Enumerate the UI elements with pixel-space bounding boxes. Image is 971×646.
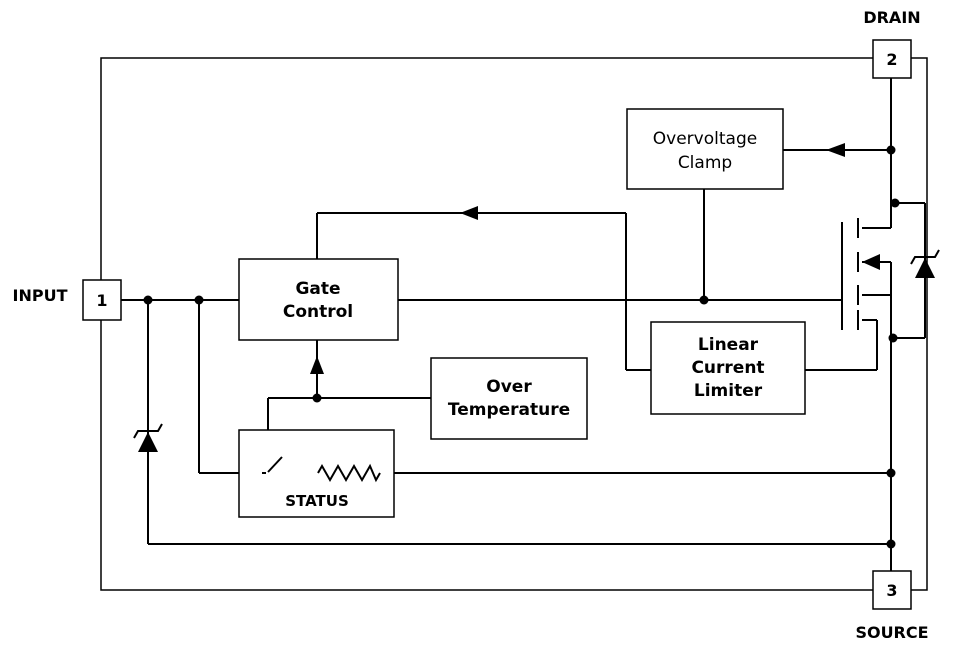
pin-input-label: INPUT (13, 286, 68, 305)
overvoltage-clamp-line2: Clamp (678, 153, 732, 173)
status-switch (267, 456, 283, 473)
over-temperature-block: Over Temperature (430, 357, 588, 440)
drain-source-zener (910, 249, 940, 278)
gate-control-line2: Control (283, 302, 353, 322)
overvoltage-clamp-line1: Overvoltage (653, 129, 757, 149)
power-mosfet (841, 218, 891, 330)
input-zener-diode (133, 423, 163, 452)
pin-source-number: 3 (886, 581, 897, 600)
status-block: STATUS (238, 429, 395, 518)
pin-drain-number: 2 (886, 50, 897, 69)
linear-current-limiter-line3: Limiter (694, 381, 763, 401)
pin-source-label: SOURCE (855, 623, 928, 642)
linear-current-limiter-block: Linear Current Limiter (650, 321, 806, 415)
arrow-left-clamp (826, 143, 845, 157)
pin-input: 1 INPUT (13, 279, 122, 321)
arrow-up-gate (310, 356, 324, 374)
gate-control-block: Gate Control (238, 258, 399, 341)
linear-current-limiter-line2: Current (691, 358, 764, 378)
overvoltage-clamp-block: Overvoltage Clamp (626, 108, 784, 190)
status-label: STATUS (285, 492, 349, 510)
over-temperature-line2: Temperature (448, 400, 570, 420)
pin-input-number: 1 (96, 291, 107, 310)
pin-drain: 2 DRAIN (863, 8, 921, 79)
over-temperature-line1: Over (486, 377, 532, 397)
arrow-left-feedback (460, 206, 478, 220)
linear-current-limiter-line1: Linear (698, 335, 759, 355)
pin-drain-label: DRAIN (863, 8, 920, 27)
package-outline (100, 57, 928, 591)
pin-source: 3 SOURCE (855, 570, 929, 642)
status-resistor (317, 463, 381, 483)
gate-control-line1: Gate (295, 279, 340, 299)
